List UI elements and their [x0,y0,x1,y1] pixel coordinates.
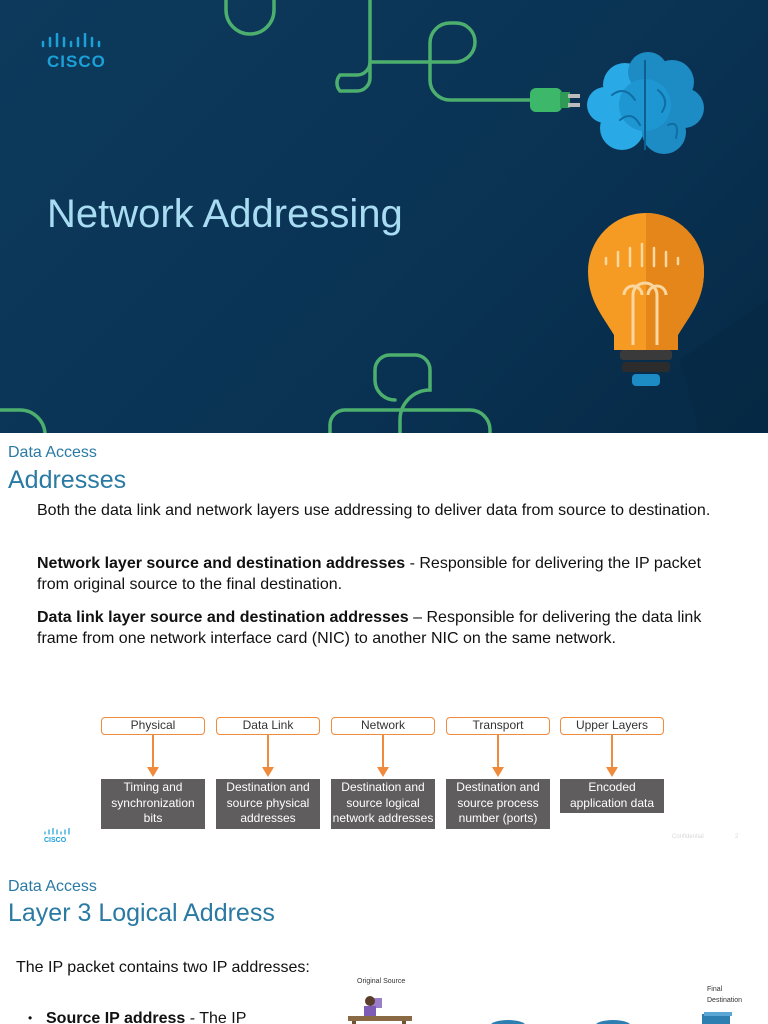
bullet-description: - The IP [185,1010,247,1024]
desc-line: source logical [346,795,420,810]
layer-physical-description: Timing and synchronization bits [101,779,205,829]
desc-line: source physical [226,795,310,810]
decorative-circuit-lines [0,0,768,433]
section-label: Data Access [8,878,97,895]
layer-physical: Physical [101,717,205,735]
datalink-layer-heading: Data link layer source and destination a… [37,609,409,626]
title-slide: CISCO Network Addressing [0,0,768,433]
layer-upper-layers: Upper Layers [560,717,664,735]
desc-line: Destination and [226,780,310,794]
desc-line: Destination and [456,780,540,794]
arrow-down [497,735,499,770]
arrow-down [382,735,384,770]
desc-line: source process [457,795,539,810]
arrow-down [267,735,269,770]
layer-upper-layers-description: Encoded application data [560,779,664,813]
layer-data-link: Data Link [216,717,320,735]
bullet-heading: Source IP address [46,1010,186,1024]
brain-icon [587,52,704,154]
desc-line: network addresses [332,811,434,825]
final-destination-label: Final Destination [707,986,743,1004]
arrow-down-icon [377,767,389,777]
layer-transport: Transport [446,717,550,735]
desc-line: synchronization [111,795,195,810]
slide-title: Network Addressing [47,192,403,236]
addresses-slide: Data Access Addresses Both the data link… [0,433,768,853]
arrow-down-icon [262,767,274,777]
desc-line: addresses [240,811,296,825]
plug-icon [530,88,580,112]
desc-line: Destination and [341,780,425,794]
router-icon [491,1020,525,1024]
layer-network: Network [331,717,435,735]
server-icon [702,1012,732,1024]
datalink-layer-paragraph: Data link layer source and destination a… [37,607,737,649]
datalink-layer-description: – Responsible for delivering the data li… [37,609,702,647]
network-layer-heading: Network layer source and destination add… [37,555,406,572]
footer-brand: CISCO [44,837,67,844]
router-icon [596,1020,630,1024]
desc-line: application data [569,795,655,810]
original-source-label: Original Source [357,978,406,985]
network-diagram [348,996,732,1024]
lightbulb-icon [588,213,768,433]
arrow-down-icon [492,767,504,777]
desc-line: Encoded [588,780,636,794]
user-workstation-icon [348,996,412,1024]
arrow-down [611,735,613,770]
arrow-down [152,735,154,770]
network-layer-paragraph: Network layer source and destination add… [37,553,737,595]
bullet-text: Source IP address - The IP [46,1008,246,1024]
intro-paragraph: Both the data link and network layers us… [37,502,711,519]
desc-line: Timing and [123,780,183,794]
cisco-logo-icon: CISCO [44,828,70,844]
cisco-logo-icon [41,33,101,48]
desc-line: number (ports) [458,811,538,825]
footer-page-number: 2 [735,834,739,840]
slide-title: Layer 3 Logical Address [8,899,275,927]
arrow-down-icon [606,767,618,777]
desc-line: bits [143,811,163,825]
arrow-down-icon [147,767,159,777]
layer3-address-slide: Data Access Layer 3 Logical Address The … [0,853,768,1024]
layer-network-description: Destination and source logical network a… [331,779,435,829]
layer-transport-description: Destination and source process number (p… [446,779,550,829]
layer-data-link-description: Destination and source physical addresse… [216,779,320,829]
slide-title: Addresses [8,466,127,494]
intro-paragraph: The IP packet contains two IP addresses: [16,959,310,976]
network-layer-description: - Responsible for delivering the IP pack… [37,555,702,593]
section-label: Data Access [8,444,97,461]
footer-confidential: Confidential [672,834,704,840]
bullet-icon: • [28,1011,33,1024]
cisco-brand-text: CISCO [47,52,106,71]
